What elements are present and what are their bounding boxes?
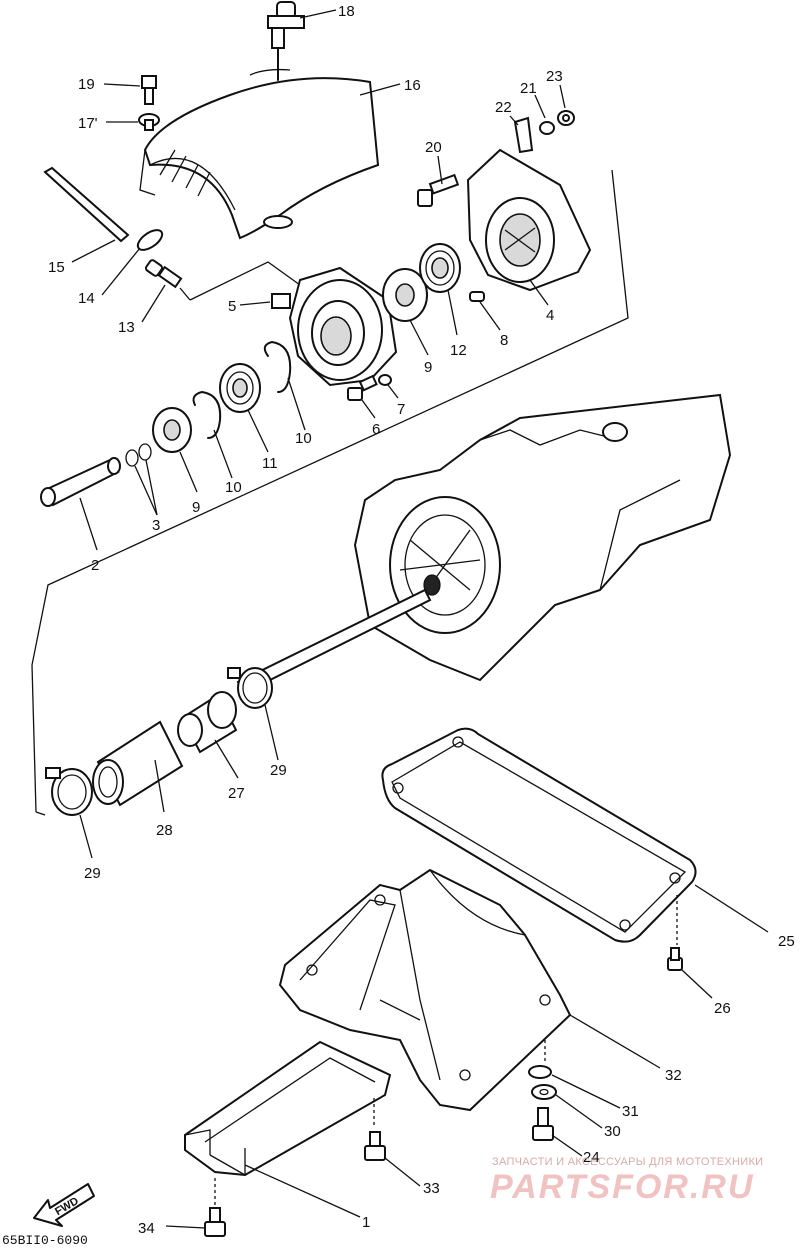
label-16: 16 <box>404 77 421 94</box>
part-17-grommet <box>138 113 160 131</box>
label-13: 13 <box>118 319 135 336</box>
label-11: 11 <box>262 455 278 472</box>
pump-housing <box>353 393 732 682</box>
leader-lines <box>71 9 769 1229</box>
label-2: 2 <box>91 557 99 574</box>
label-20: 20 <box>425 139 442 156</box>
part-2-shaft <box>40 457 121 507</box>
part-9-bearing-upper <box>382 268 428 322</box>
label-33: 33 <box>423 1180 440 1197</box>
part-13-pin <box>145 259 183 289</box>
label-10-lower: 10 <box>225 479 242 496</box>
part-12-seal <box>419 243 461 293</box>
part-5-nut <box>271 293 291 309</box>
part-20-bolt <box>417 173 460 207</box>
callout-labels: 18 16 19 17' 21 23 22 20 15 14 13 5 4 8 … <box>48 3 795 1237</box>
label-24: 24 <box>583 1149 600 1166</box>
label-3: 3 <box>152 517 160 534</box>
label-26: 26 <box>714 1000 731 1017</box>
alignment-lines <box>214 895 678 1205</box>
label-29-lower: 29 <box>84 865 101 882</box>
label-22: 22 <box>495 99 512 116</box>
part-33-bolt <box>364 1131 386 1161</box>
part-24-bolt <box>532 1107 554 1141</box>
label-5: 5 <box>228 298 236 315</box>
label-34: 34 <box>138 1220 155 1237</box>
fwd-label: FWD <box>53 1195 81 1218</box>
part-10-circlip-lower <box>192 391 222 439</box>
part-21-washer <box>539 121 555 135</box>
label-12: 12 <box>450 342 467 359</box>
part-32-bracket <box>278 868 572 1112</box>
part-26-bolt <box>667 947 683 971</box>
part-11-bearing <box>219 363 261 413</box>
part-34-bolt <box>204 1207 226 1237</box>
part-9-bearing-lower <box>152 407 192 453</box>
label-1: 1 <box>362 1214 370 1231</box>
watermark-tagline: ЗАПЧАСТИ И АКСЕССУАРЫ ДЛЯ МОТОТЕХНИКИ <box>492 1156 764 1168</box>
label-23: 23 <box>546 68 563 85</box>
label-7: 7 <box>397 401 405 418</box>
label-9-upper: 9 <box>424 359 432 376</box>
part-18-fitting <box>267 1 305 81</box>
part-23-nut <box>557 110 575 126</box>
part-4-housing <box>466 148 592 292</box>
part-3-orings <box>125 443 152 467</box>
part-27-coupling <box>177 691 238 754</box>
part-8-dowel <box>469 291 485 302</box>
part-6-bolt <box>347 374 378 401</box>
label-29-upper: 29 <box>270 762 287 779</box>
part-16-cover <box>139 68 380 240</box>
part-29-clamp-lower <box>45 767 93 816</box>
part-1-bracket <box>184 1040 392 1177</box>
part-25-plate <box>381 727 697 943</box>
label-17: 17' <box>78 115 98 132</box>
central-bearing-housing <box>288 266 398 387</box>
part-10-circlip-upper <box>263 341 292 393</box>
part-29-clamp-upper <box>227 667 273 709</box>
fwd-arrow-icon: FWD <box>33 1183 95 1227</box>
label-14: 14 <box>78 290 95 307</box>
part-31-washer <box>528 1065 552 1079</box>
label-27: 27 <box>228 785 245 802</box>
watermark-logo: PARTSFOR.RU <box>490 1168 755 1206</box>
part-19-bolt <box>141 75 157 105</box>
drawing-code: 65BII0-6090 <box>2 1233 88 1248</box>
label-28: 28 <box>156 822 173 839</box>
label-8: 8 <box>500 332 508 349</box>
assembly-bracket-lines <box>31 169 629 816</box>
label-21: 21 <box>520 80 537 97</box>
part-22-bracket <box>513 116 534 154</box>
label-15: 15 <box>48 259 65 276</box>
label-30: 30 <box>604 1123 621 1140</box>
label-31: 31 <box>622 1103 639 1120</box>
part-30-washer <box>531 1084 557 1100</box>
label-9-lower: 9 <box>192 499 200 516</box>
label-4: 4 <box>546 307 554 324</box>
label-10-upper: 10 <box>295 430 312 447</box>
label-32: 32 <box>665 1067 682 1084</box>
label-18: 18 <box>338 3 355 20</box>
label-6: 6 <box>372 421 380 438</box>
part-7-washer <box>378 374 392 386</box>
part-14-clip <box>136 229 164 251</box>
part-28-hose <box>92 720 184 807</box>
part-15-rod <box>43 166 130 243</box>
label-19: 19 <box>78 76 95 93</box>
label-25: 25 <box>778 933 795 950</box>
